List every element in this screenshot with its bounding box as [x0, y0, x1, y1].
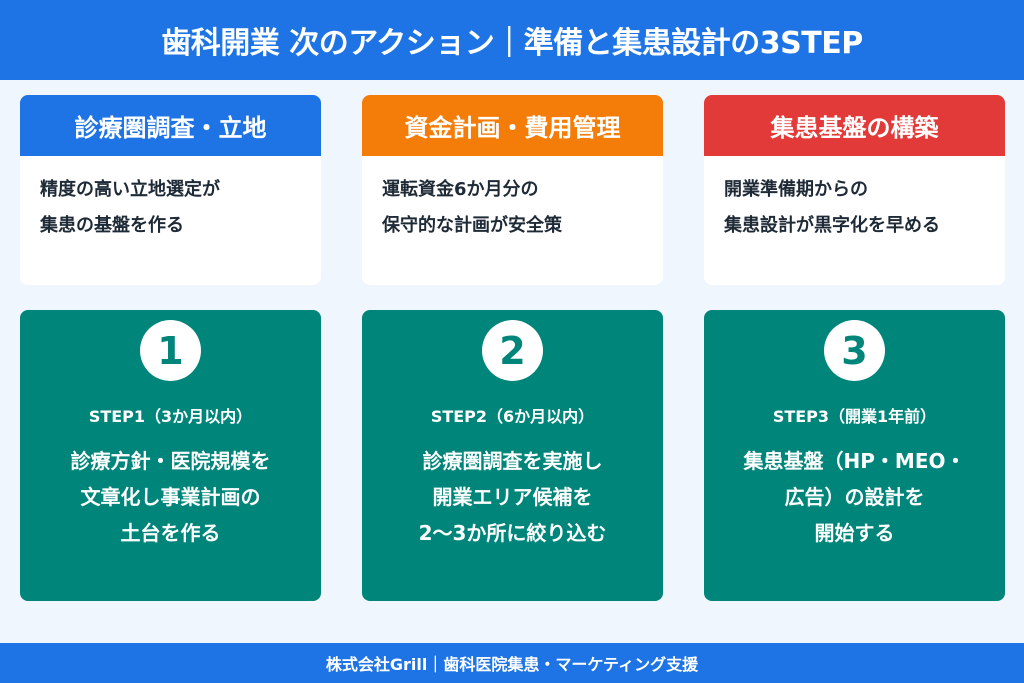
- step-line: 土台を作る: [120, 521, 221, 545]
- topic-card-description: 運転資金6か月分の 保守的な計画が安全策: [362, 156, 663, 244]
- step-line: 2〜3か所に絞り込む: [418, 521, 607, 545]
- step-card-1: 1 STEP1（3か月以内） 診療方針・医院規模を 文章化し事業計画の 土台を作…: [20, 310, 321, 601]
- step-number-badge: 2: [482, 320, 543, 381]
- step-line: 診療圏調査を実施し: [422, 449, 603, 473]
- description-line: 保守的な計画が安全策: [382, 215, 562, 236]
- step-number-badge: 3: [824, 320, 885, 381]
- step-number-badge: 1: [140, 320, 201, 381]
- description-line: 精度の高い立地選定が: [40, 179, 220, 200]
- step-label: STEP1（3か月以内）: [88, 407, 253, 426]
- topic-card-location: 診療圏調査・立地 精度の高い立地選定が 集患の基盤を作る: [20, 95, 321, 285]
- step-description: 診療圏調査を実施し 開業エリア候補を 2〜3か所に絞り込む: [362, 443, 663, 551]
- description-line: 運転資金6か月分の: [382, 179, 539, 200]
- topic-card-description: 開業準備期からの 集患設計が黒字化を早める: [704, 156, 1005, 244]
- step-label: STEP2（6か月以内）: [430, 407, 595, 426]
- step-line: 集患基盤（HP・MEO・: [743, 449, 966, 473]
- step-card-3: 3 STEP3（開業1年前） 集患基盤（HP・MEO・ 広告）の設計を 開始する: [704, 310, 1005, 601]
- step-line: 文章化し事業計画の: [80, 485, 261, 509]
- step-line: 広告）の設計を: [784, 485, 925, 509]
- topic-card-title: 診療圏調査・立地: [20, 95, 321, 156]
- step-description: 集患基盤（HP・MEO・ 広告）の設計を 開始する: [704, 443, 1005, 551]
- topic-card-description: 精度の高い立地選定が 集患の基盤を作る: [20, 156, 321, 244]
- step-line: 診療方針・医院規模を: [70, 449, 271, 473]
- step-card-2: 2 STEP2（6か月以内） 診療圏調査を実施し 開業エリア候補を 2〜3か所に…: [362, 310, 663, 601]
- step-line: 開業エリア候補を: [432, 485, 593, 509]
- page-header: 歯科開業 次のアクション｜準備と集患設計の3STEP: [0, 0, 1024, 80]
- topic-card-title: 集患基盤の構築: [704, 95, 1005, 156]
- topic-card-funding: 資金計画・費用管理 運転資金6か月分の 保守的な計画が安全策: [362, 95, 663, 285]
- page-footer: 株式会社Grill｜歯科医院集患・マーケティング支援: [0, 643, 1024, 683]
- description-line: 集患設計が黒字化を早める: [724, 215, 940, 236]
- description-line: 開業準備期からの: [724, 179, 868, 200]
- topic-card-patient-acquisition: 集患基盤の構築 開業準備期からの 集患設計が黒字化を早める: [704, 95, 1005, 285]
- topic-card-title: 資金計画・費用管理: [362, 95, 663, 156]
- step-description: 診療方針・医院規模を 文章化し事業計画の 土台を作る: [20, 443, 321, 551]
- step-line: 開始する: [814, 521, 895, 545]
- step-label: STEP3（開業1年前）: [772, 407, 937, 426]
- page-title: 歯科開業 次のアクション｜準備と集患設計の3STEP: [161, 26, 863, 61]
- footer-text: 株式会社Grill｜歯科医院集患・マーケティング支援: [325, 655, 699, 674]
- description-line: 集患の基盤を作る: [40, 215, 184, 236]
